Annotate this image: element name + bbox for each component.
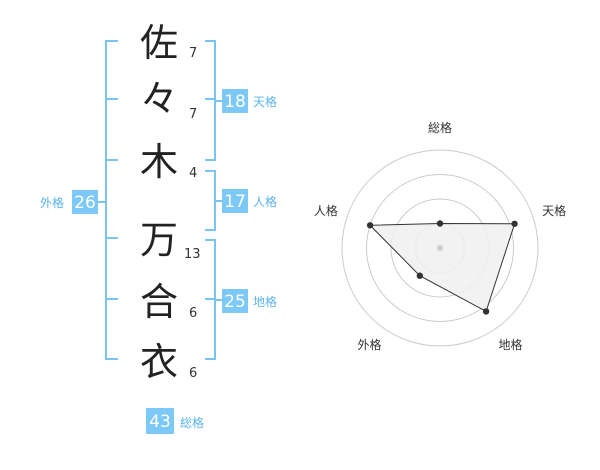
chikaku-label: 地格	[253, 294, 277, 309]
radar-point-2	[511, 220, 518, 227]
radar-axis-label-4: 外格	[357, 337, 381, 352]
gaikaku-label: 外格	[40, 195, 64, 210]
chikaku-value: 25	[224, 292, 246, 312]
name-char-1: 佐	[140, 21, 178, 65]
radar-point-4	[416, 272, 424, 279]
gaikaku-bracket	[98, 40, 118, 360]
chikaku-bracket	[205, 239, 222, 360]
stroke-count-2: 7	[189, 107, 197, 122]
radar-axis-label-5: 人格	[314, 203, 338, 218]
stroke-count-6: 6	[189, 366, 197, 381]
tenkaku-bracket	[205, 40, 222, 161]
stroke-count-4: 13	[184, 247, 201, 262]
radar-axis-label-3: 地格	[498, 337, 522, 352]
stroke-count-1: 7	[189, 46, 197, 61]
jinkaku-bracket	[205, 170, 222, 231]
jinkaku-badge: 17 人格	[222, 189, 277, 213]
radar-point-5	[366, 222, 374, 229]
radar-ring-4	[341, 149, 539, 347]
jinkaku-label: 人格	[253, 194, 277, 209]
gaikaku-value: 26	[74, 193, 96, 213]
radar-points	[366, 220, 518, 315]
radar-axis-label-1: 総格	[428, 120, 452, 135]
radar-axis-label-2: 天格	[542, 203, 566, 218]
radar-point-3	[482, 308, 490, 315]
radar-ring-3	[366, 174, 514, 322]
radar-point-1	[436, 220, 444, 227]
soukaku-label: 総格	[180, 415, 204, 430]
stroke-count-3: 4	[189, 166, 197, 181]
name-char-2: 々	[140, 77, 178, 121]
radar-center-dot	[437, 245, 443, 251]
chikaku-badge: 25 地格	[222, 289, 277, 313]
gaikaku-badge: 外格 26	[40, 190, 98, 214]
tenkaku-value: 18	[224, 92, 246, 112]
stroke-count-5: 6	[189, 306, 197, 321]
name-char-3: 木	[140, 140, 178, 184]
name-char-4: 万	[140, 218, 178, 262]
jinkaku-value: 17	[224, 192, 246, 212]
tenkaku-badge: 18 天格	[222, 89, 277, 113]
radar-polygon	[368, 222, 516, 313]
name-char-6: 衣	[140, 340, 178, 384]
soukaku-badge: 43 総格	[146, 408, 204, 434]
name-char-5: 合	[140, 280, 178, 324]
tenkaku-label: 天格	[253, 94, 277, 109]
name-characters: 佐 7 々 7 木 4 万 13 合 6 衣 6	[140, 21, 201, 384]
soukaku-value: 43	[149, 412, 171, 432]
